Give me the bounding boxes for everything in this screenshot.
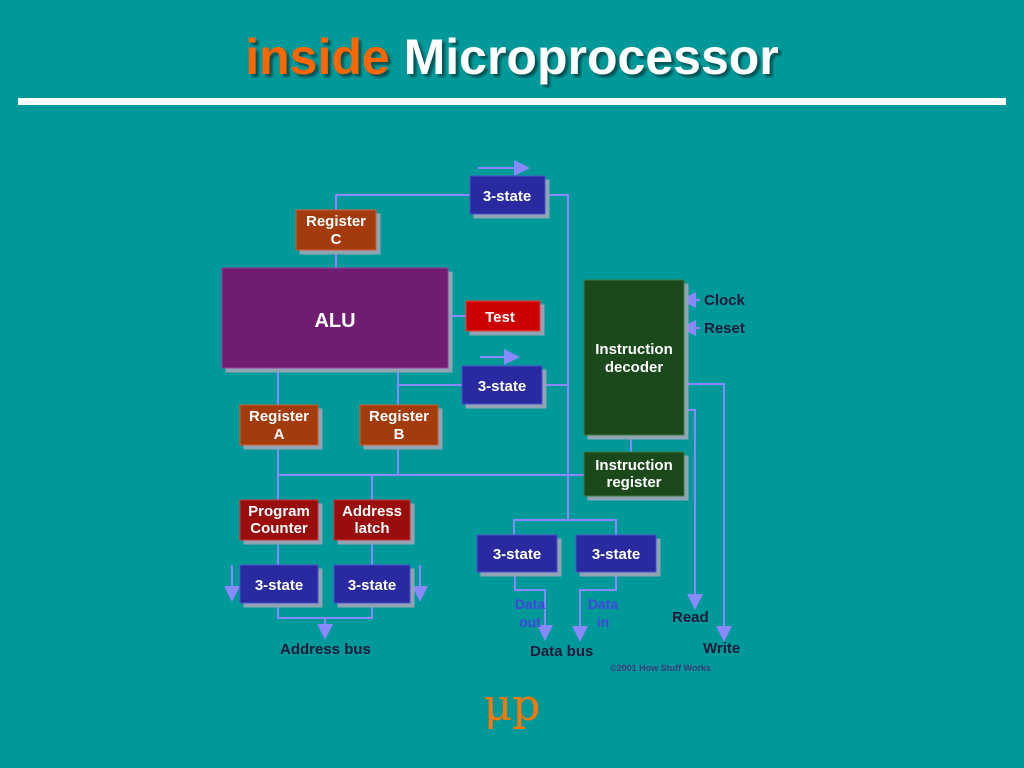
reset-label: Reset	[704, 320, 745, 337]
register-a-label-1: Register	[249, 408, 309, 425]
tristate-pc: 3-state	[239, 564, 319, 604]
tristate-latch-label: 3-state	[348, 577, 396, 594]
tristate-dout-label: 3-state	[493, 546, 541, 563]
register-b: Register B	[359, 404, 439, 446]
register-c-label-1: Register	[306, 213, 366, 230]
address-latch: Address latch	[333, 499, 411, 541]
data-in-label-1: Data	[588, 596, 619, 612]
program-counter: Program Counter	[239, 499, 319, 541]
alu-label: ALU	[314, 310, 355, 332]
test-label: Test	[485, 309, 515, 326]
register-c-label-2: C	[331, 231, 342, 248]
tristate-latch: 3-state	[333, 564, 411, 604]
tristate-pc-label: 3-state	[255, 577, 303, 594]
copyright-label: ©2001 How Stuff Works	[610, 663, 711, 673]
register-b-label-1: Register	[369, 408, 429, 425]
decoder-label-2: decoder	[605, 359, 664, 376]
data-bus-label: Data bus	[530, 643, 593, 660]
register-a-label-2: A	[274, 426, 285, 443]
tristate-top-label: 3-state	[483, 188, 531, 205]
write-label: Write	[703, 640, 740, 657]
register-b-label-2: B	[394, 426, 405, 443]
data-out-label-1: Data	[515, 596, 546, 612]
tristate-data-in: 3-state	[575, 534, 657, 573]
title-divider	[18, 98, 1006, 105]
tristate-top: 3-state	[469, 175, 546, 215]
clock-label: Clock	[704, 292, 746, 309]
address-bus-label: Address bus	[280, 641, 371, 658]
tristate-data-out: 3-state	[476, 534, 558, 573]
data-out-label-2: out	[519, 614, 541, 630]
register-c: Register C	[295, 209, 377, 251]
pc-label-1: Program	[248, 503, 310, 520]
instruction-decoder: Instruction decoder	[583, 279, 685, 436]
tristate-mid-label: 3-state	[478, 378, 526, 395]
pc-label-2: Counter	[250, 520, 308, 537]
instruction-register: Instruction register	[583, 451, 685, 497]
title-main: Microprocessor	[403, 29, 779, 85]
alu-block: ALU	[221, 267, 449, 369]
tristate-din-label: 3-state	[592, 546, 640, 563]
instr-reg-label-2: register	[606, 474, 661, 491]
register-a: Register A	[239, 404, 319, 446]
instr-reg-label-1: Instruction	[595, 457, 673, 474]
addr-latch-label-1: Address	[342, 503, 402, 520]
tristate-mid: 3-state	[461, 365, 543, 405]
bus-wires	[224, 160, 732, 642]
title-accent: inside	[245, 29, 390, 85]
addr-latch-label-2: latch	[354, 520, 389, 537]
slide-title: inside Microprocessor	[0, 28, 1024, 86]
data-in-label-2: in	[597, 614, 609, 630]
test-block: Test	[465, 300, 541, 332]
decoder-label-1: Instruction	[595, 341, 673, 358]
footer-symbol: μp	[483, 680, 541, 731]
read-label: Read	[672, 609, 709, 626]
